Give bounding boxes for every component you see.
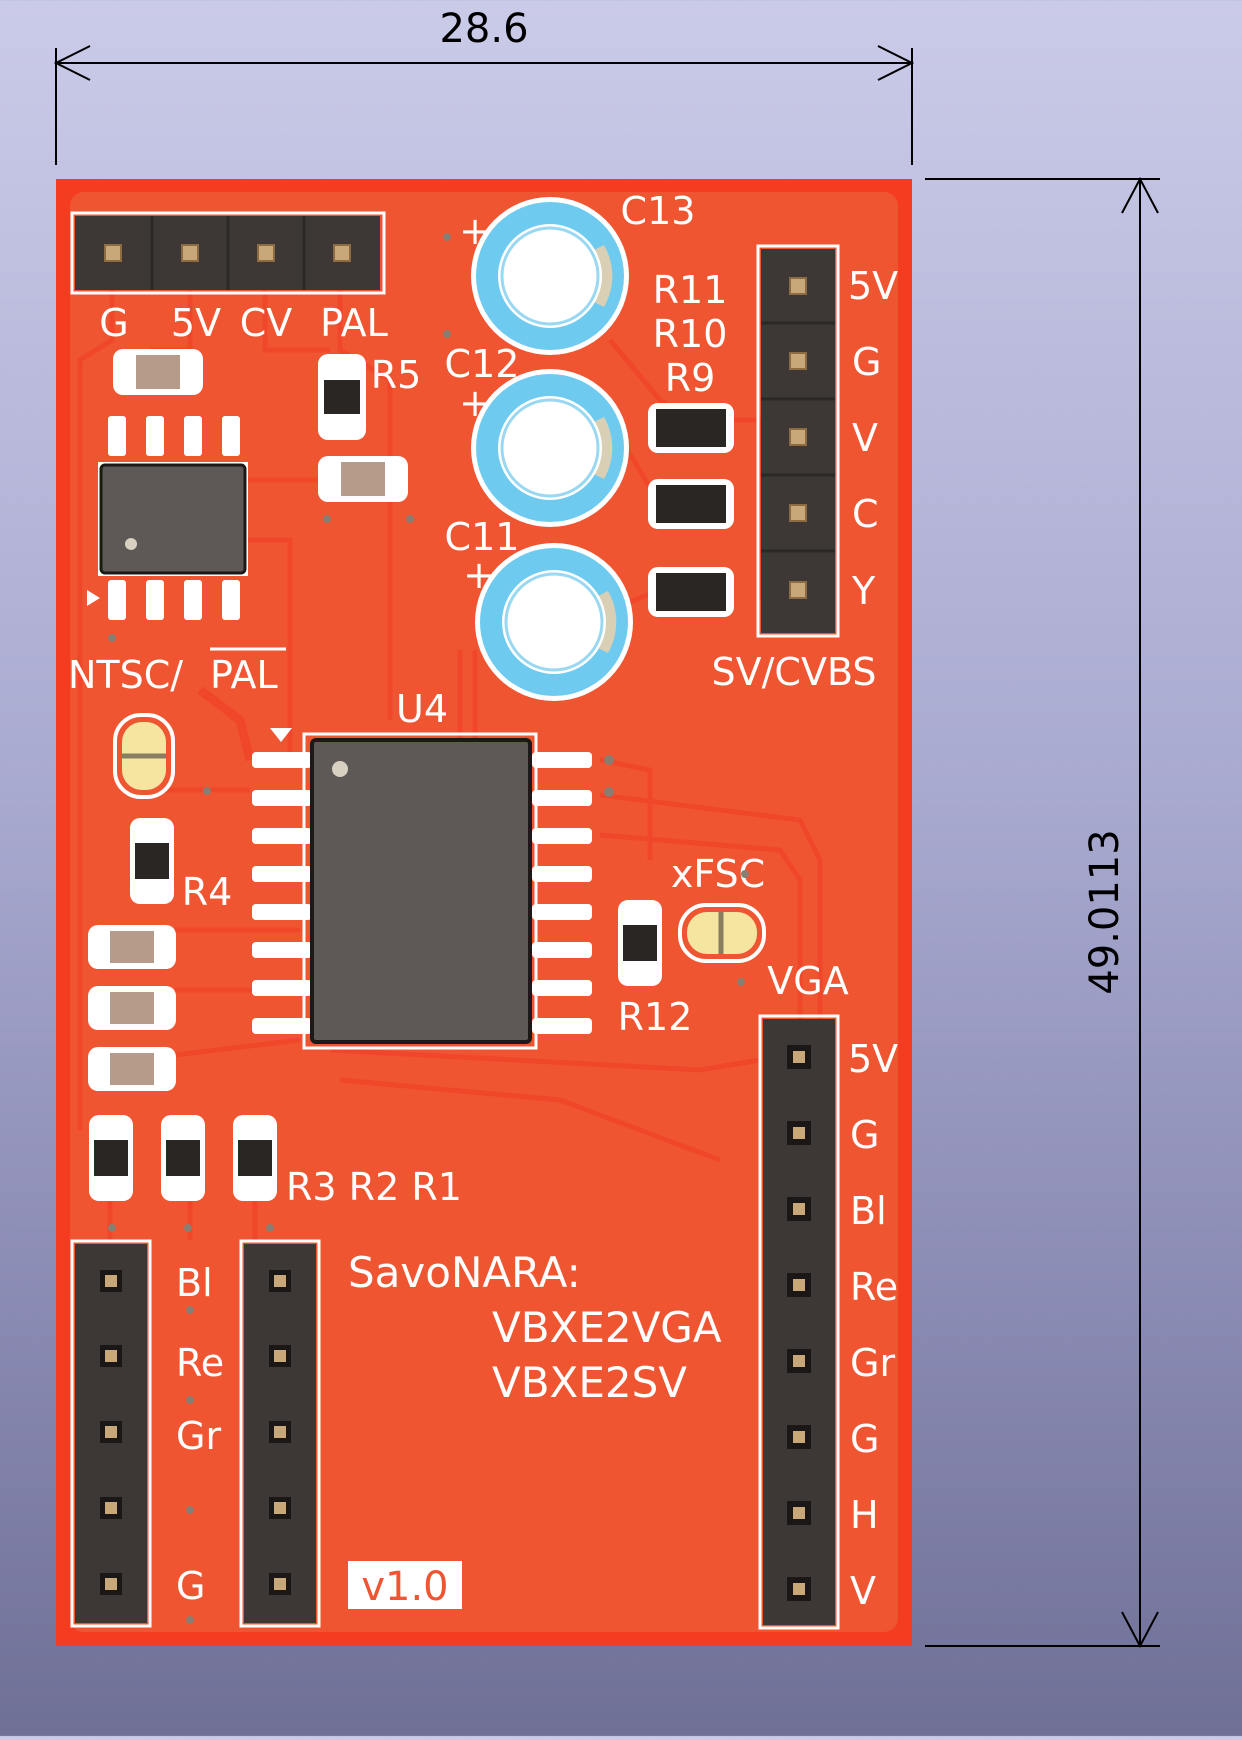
resistor-r4 xyxy=(130,818,174,904)
height-dimension: 49.0113 xyxy=(925,176,1160,1649)
ntsc-label: NTSC/ xyxy=(68,653,183,697)
capacitor-c11 xyxy=(475,543,633,701)
sv-label-v: V xyxy=(852,416,878,460)
capacitor-side-3 xyxy=(88,1047,176,1091)
label-r11: R11 xyxy=(653,268,728,312)
vga-label-g1: G xyxy=(850,1113,879,1157)
capacitor-side-2 xyxy=(88,986,176,1030)
c12-plus-mark: + xyxy=(459,381,491,425)
sv-label-g: G xyxy=(852,340,881,384)
ic-u4 xyxy=(252,728,592,1050)
version-label: v1.0 xyxy=(361,1564,448,1610)
c13-plus-mark: + xyxy=(459,209,491,253)
left-label-gr: Gr xyxy=(176,1414,221,1458)
resistor-r3 xyxy=(89,1115,133,1201)
top-pin-header xyxy=(70,211,386,295)
capacitor-small-c1 xyxy=(113,349,203,395)
pal-label: PAL xyxy=(210,653,278,697)
board-title-line-1: SavoNARA: xyxy=(348,1248,581,1297)
resistor-r2 xyxy=(161,1115,205,1201)
resistor-r10 xyxy=(648,479,734,529)
label-r12: R12 xyxy=(618,995,693,1039)
top-header-label-pal: PAL xyxy=(320,301,388,345)
label-r9: R9 xyxy=(665,356,716,400)
resistor-r9 xyxy=(648,403,734,453)
c11-plus-mark: + xyxy=(463,553,495,597)
ntsc-pal-solder-jumper xyxy=(113,713,175,799)
label-r10: R10 xyxy=(653,312,728,356)
capacitor-side-1 xyxy=(88,925,176,969)
resistor-r5 xyxy=(318,354,366,440)
capacitor-c13 xyxy=(471,197,629,355)
vga-label-h: H xyxy=(850,1493,879,1537)
vga-label-re: Re xyxy=(850,1265,898,1309)
resistor-r12 xyxy=(618,900,662,986)
sv-label-c: C xyxy=(852,492,879,536)
label-r5: R5 xyxy=(371,353,422,397)
version-badge xyxy=(348,1561,462,1609)
resistor-r11 xyxy=(648,567,734,617)
board-title-line-2: VBXE2VGA xyxy=(492,1303,722,1352)
board-title-line-3: VBXE2SV xyxy=(492,1358,687,1407)
label-c13: C13 xyxy=(621,189,696,233)
left-pin-header-b xyxy=(239,1239,321,1628)
label-c12: C12 xyxy=(445,342,520,386)
sv-label-5v: 5V xyxy=(848,264,898,308)
top-header-label-g: G xyxy=(99,301,128,345)
left-label-g: G xyxy=(176,1564,205,1608)
vga-label-v: V xyxy=(850,1569,876,1613)
soic8-ic xyxy=(87,416,248,620)
vga-label-5v: 5V xyxy=(848,1037,898,1081)
height-label: 49.0113 xyxy=(1082,829,1128,994)
width-label: 28.6 xyxy=(439,6,528,52)
left-label-bl: Bl xyxy=(176,1261,213,1305)
label-r3-r2-r1: R3 R2 R1 xyxy=(286,1165,462,1209)
capacitor-c12 xyxy=(471,369,629,527)
label-xfsc: xFSC xyxy=(671,852,765,896)
top-header-label-5v: 5V xyxy=(171,301,221,345)
left-label-re: Re xyxy=(176,1341,224,1385)
resistor-r1 xyxy=(233,1115,277,1201)
vga-label-bl: Bl xyxy=(850,1189,887,1233)
vga-pin-header xyxy=(758,1014,840,1630)
sv-cvbs-pin-header xyxy=(756,244,840,638)
label-c11: C11 xyxy=(445,515,520,559)
vga-label-gr: Gr xyxy=(850,1341,895,1385)
width-dimension: 28.6 xyxy=(53,6,915,165)
vias xyxy=(108,233,749,1624)
capacitor-small-c2 xyxy=(318,456,408,502)
vga-label: VGA xyxy=(767,959,848,1003)
sv-cvbs-label: SV/CVBS xyxy=(712,650,877,694)
xfsc-solder-jumper xyxy=(678,903,766,963)
top-header-label-cv: CV xyxy=(240,301,293,345)
label-r4: R4 xyxy=(182,870,233,914)
label-u4: U4 xyxy=(396,687,448,731)
left-pin-header-a xyxy=(70,1239,152,1628)
sv-label-y: Y xyxy=(851,569,876,613)
vga-label-g2: G xyxy=(850,1417,879,1461)
